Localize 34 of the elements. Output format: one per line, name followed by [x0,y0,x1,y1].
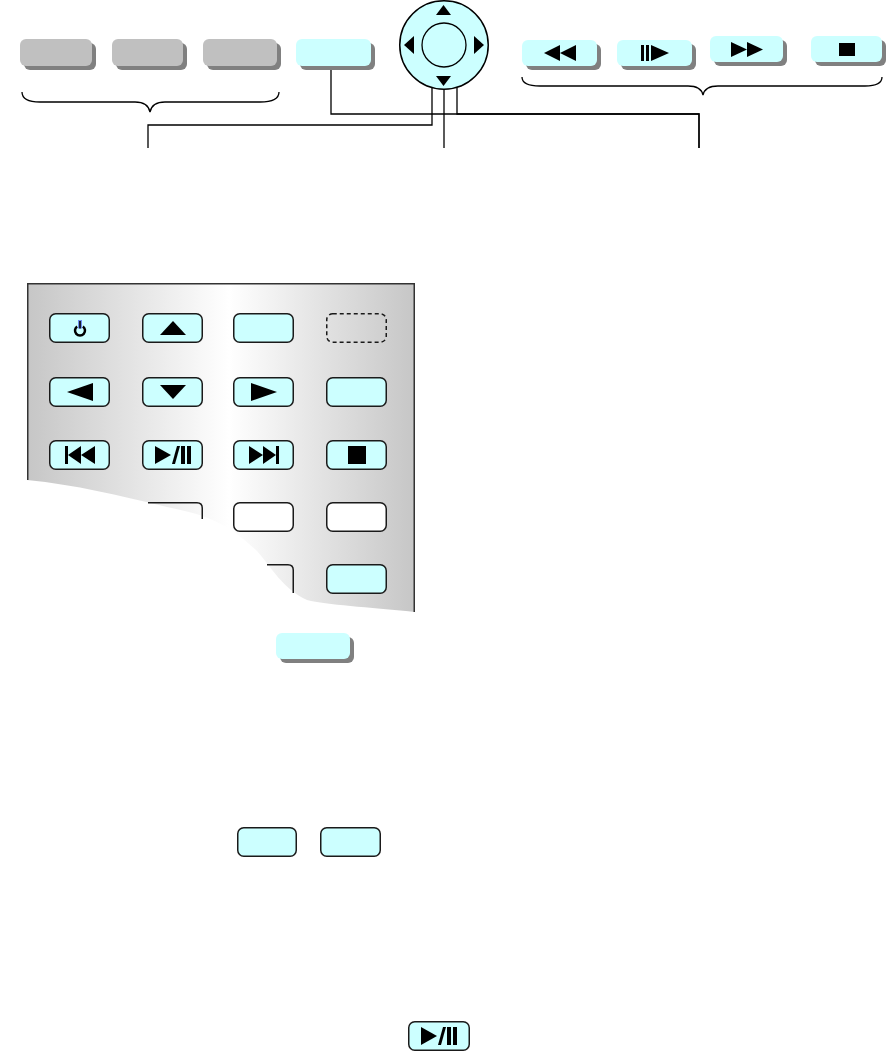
remote-button [617,40,696,70]
remote-button [320,827,381,857]
direction-pad [399,0,489,90]
remote-button [233,440,294,470]
remote-button [49,313,110,343]
remote-button [326,313,387,343]
remote-button [142,440,203,470]
remote-button [148,502,203,519]
remote-button [112,39,187,70]
remote-button [233,313,294,343]
remote-button [267,564,294,593]
remote-button [326,377,387,407]
leader-line [330,69,700,149]
remote-button [49,377,110,407]
remote-button [710,36,787,66]
remote-button [49,440,110,470]
remote-button [233,377,294,407]
leader-line [147,87,433,149]
remote-button [142,377,203,407]
remote-button [296,39,375,70]
remote-control-panel [27,283,415,613]
remote-button [276,633,354,663]
remote-button [237,827,297,857]
leader-line [443,88,445,149]
remote-button [522,40,601,70]
remote-button [326,502,387,532]
remote-button [142,313,203,343]
remote-button [326,440,387,470]
remote-button [233,502,294,532]
remote-button [408,1021,470,1051]
remote-button [20,39,96,70]
remote-button [203,39,281,70]
remote-button [811,36,886,66]
remote-button [326,564,387,594]
